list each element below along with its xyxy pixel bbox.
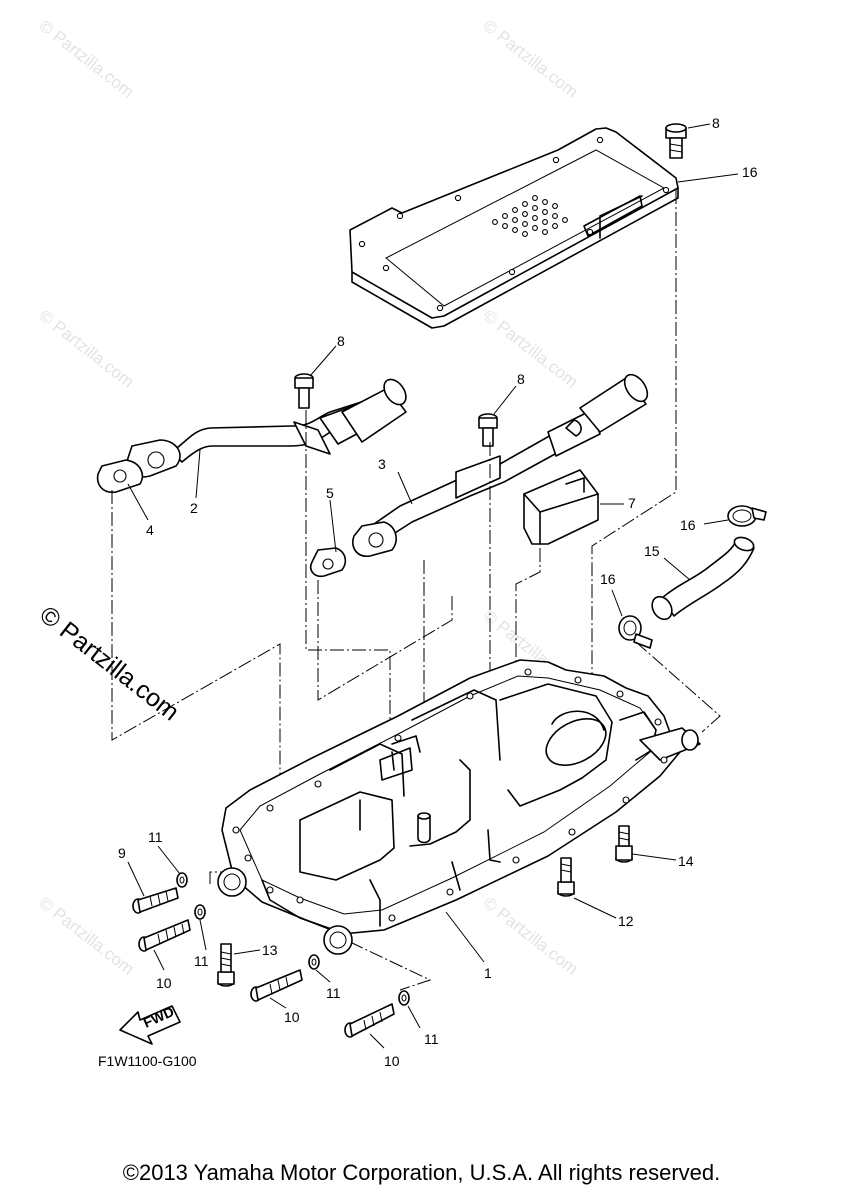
part-code: F1W1100-G100 — [98, 1053, 197, 1069]
part-12-bolt — [557, 857, 575, 897]
callout-14: 14 — [678, 853, 694, 869]
part-10-bolt — [138, 919, 191, 952]
callout-10: 10 — [156, 975, 172, 991]
watermark-main: © Partzilla.com — [34, 601, 184, 727]
callout-4: 4 — [146, 522, 154, 538]
part-10-bolt — [344, 1003, 395, 1038]
part-7-bracket — [523, 469, 599, 545]
callout-15: 15 — [644, 543, 660, 559]
part-3-pipe — [352, 373, 649, 557]
callout-6: 16 — [742, 164, 758, 180]
watermark: © Partzilla.com — [480, 16, 582, 102]
part-13-bolt — [217, 943, 235, 987]
callout-9: 9 — [118, 845, 126, 861]
plate-bolt-holes — [358, 136, 670, 312]
part-8-bolt-top — [665, 123, 687, 159]
part-14-bolt — [615, 825, 633, 863]
watermark: © Partzilla.com — [36, 893, 138, 979]
callouts: 8 16 8 8 2 4 3 5 7 16 15 16 1 9 11 10 11… — [118, 115, 758, 1069]
part-8-bolt-left — [294, 373, 314, 409]
watermark: © Partzilla.com — [480, 306, 582, 392]
part-11-washer — [194, 904, 206, 920]
callout-10: 10 — [284, 1009, 300, 1025]
callout-11: 11 — [148, 829, 163, 845]
callout-8: 8 — [517, 371, 525, 387]
callout-11: 11 — [424, 1031, 439, 1047]
callout-5: 5 — [326, 485, 334, 501]
callout-8: 8 — [337, 333, 345, 349]
callout-16: 16 — [600, 571, 616, 587]
callout-8: 8 — [712, 115, 720, 131]
part-2-pipe — [126, 378, 407, 478]
callout-11: 11 — [194, 953, 209, 969]
part-5-gasket — [309, 547, 347, 578]
callout-2: 2 — [190, 500, 198, 516]
part-16-clamp-top — [727, 505, 767, 527]
watermark: © Partzilla.com — [36, 16, 138, 102]
callout-11: 11 — [326, 985, 341, 1001]
callout-12: 12 — [618, 913, 634, 929]
part-16-clamp-bottom — [618, 615, 653, 649]
callout-1: 1 — [484, 965, 492, 981]
part-1-oil-pan — [217, 659, 701, 955]
callout-16: 16 — [680, 517, 696, 533]
watermark: © Partzilla.com — [480, 893, 582, 979]
part-8-bolt-right — [478, 413, 498, 447]
part-10-bolt — [250, 969, 303, 1002]
callout-3: 3 — [378, 456, 386, 472]
part-4-gasket — [96, 459, 144, 494]
copyright-notice: ©2013 Yamaha Motor Corporation, U.S.A. A… — [122, 1160, 721, 1185]
part-15-hose — [651, 536, 755, 621]
pan-bolt-holes — [232, 668, 668, 922]
callout-13: 13 — [262, 942, 278, 958]
callout-10: 10 — [384, 1053, 400, 1069]
part-11-washer — [308, 954, 320, 970]
part-11-washer — [398, 990, 410, 1006]
part-6-plate — [349, 127, 679, 329]
fwd-arrow: FWD — [119, 1003, 181, 1045]
watermark: © Partzilla.com — [36, 306, 138, 392]
part-9-bolt — [132, 887, 179, 914]
plate-perforation — [492, 195, 568, 237]
callout-7: 7 — [628, 495, 636, 511]
part-11-washer — [176, 872, 188, 888]
